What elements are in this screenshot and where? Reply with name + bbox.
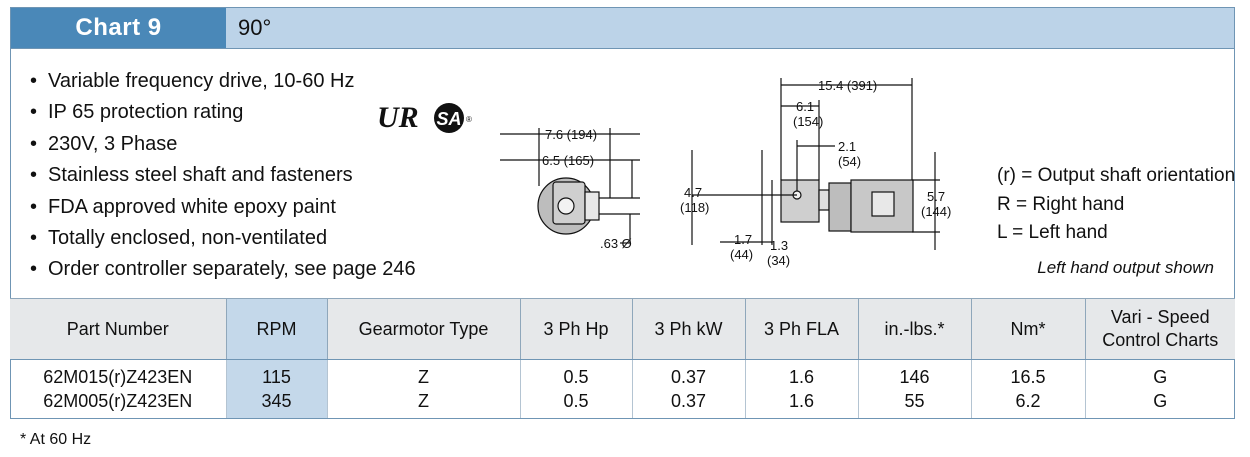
dim-front-gearbox-mm: (154) xyxy=(793,114,823,129)
legend-left: L = Left hand xyxy=(997,222,1108,243)
svg-text:®: ® xyxy=(466,115,472,124)
feature-item: FDA approved white epoxy paint xyxy=(30,192,416,224)
orientation-legend: (r) = Output shaft orientation R = Right… xyxy=(997,162,1235,248)
dim-motor-height-mm: (144) xyxy=(921,204,951,219)
dim-bottom-b: 1.3 xyxy=(770,238,788,253)
output-shown-note: Left hand output shown xyxy=(1037,258,1214,277)
feature-item: 230V, 3 Phase xyxy=(30,129,416,161)
feature-item: Order controller separately, see page 24… xyxy=(30,254,416,286)
feature-item: IP 65 protection rating xyxy=(30,97,416,129)
feature-item: Variable frequency drive, 10-60 Hz xyxy=(30,66,416,98)
csa-mark-text: SA xyxy=(436,109,461,129)
table-header-row: Part Number RPM Gearmotor Type 3 Ph Hp 3… xyxy=(10,298,1235,360)
feature-item: Stainless steel shaft and fasteners xyxy=(30,160,416,192)
csa-icon: SA ® xyxy=(434,103,472,133)
spec-table: Part Number RPM Gearmotor Type 3 Ph Hp 3… xyxy=(10,298,1235,418)
dim-bottom-b-mm: (34) xyxy=(767,253,790,268)
dim-side-overall: 7.6 (194) xyxy=(545,127,597,142)
feature-item: Totally enclosed, non-ventilated xyxy=(30,223,416,255)
col-hp: 3 Ph Hp xyxy=(519,298,632,360)
col-control-charts: Vari - Speed Control Charts xyxy=(1084,298,1235,360)
col-kw: 3 Ph kW xyxy=(631,298,745,360)
front-view-drawing xyxy=(691,78,940,250)
dim-front-flange-mm: (54) xyxy=(838,154,861,169)
chart-header: Chart 9 90° xyxy=(10,7,1235,49)
legend-r: (r) = Output shaft orientation xyxy=(997,165,1236,186)
chart-label: Chart 9 xyxy=(11,8,226,48)
dim-front-gearbox: 6.1 xyxy=(796,99,814,114)
dim-front-flange: 2.1 xyxy=(838,139,856,154)
angle-label: 90° xyxy=(238,15,272,40)
col-nm: Nm* xyxy=(970,298,1085,360)
dim-height-mm: (118) xyxy=(680,200,709,215)
col-fla: 3 Ph FLA xyxy=(744,298,858,360)
col-in-lbs: in.-lbs.* xyxy=(857,298,971,360)
ul-mark-text: UR xyxy=(377,101,419,134)
side-view-drawing xyxy=(500,128,640,244)
dim-side-body: 6.5 (165) xyxy=(542,153,594,168)
dim-front-overall: 15.4 (391) xyxy=(818,78,877,93)
dim-height: 4.7 xyxy=(684,185,702,200)
dim-shaft-dia: .63 Ø xyxy=(600,236,632,251)
col-part-number: Part Number xyxy=(10,298,226,360)
dim-bottom-a-mm: (44) xyxy=(730,247,753,262)
dim-motor-height: 5.7 xyxy=(927,189,945,204)
col-rpm: RPM xyxy=(225,298,327,360)
ul-recognized-icon: UR xyxy=(377,101,419,134)
legend-right: R = Right hand xyxy=(997,193,1125,215)
col-gearmotor-type: Gearmotor Type xyxy=(326,298,520,360)
dim-bottom-a: 1.7 xyxy=(734,232,752,247)
footnote: * At 60 Hz xyxy=(20,431,92,448)
feature-list: Variable frequency drive, 10-60 Hz IP 65… xyxy=(30,66,416,286)
